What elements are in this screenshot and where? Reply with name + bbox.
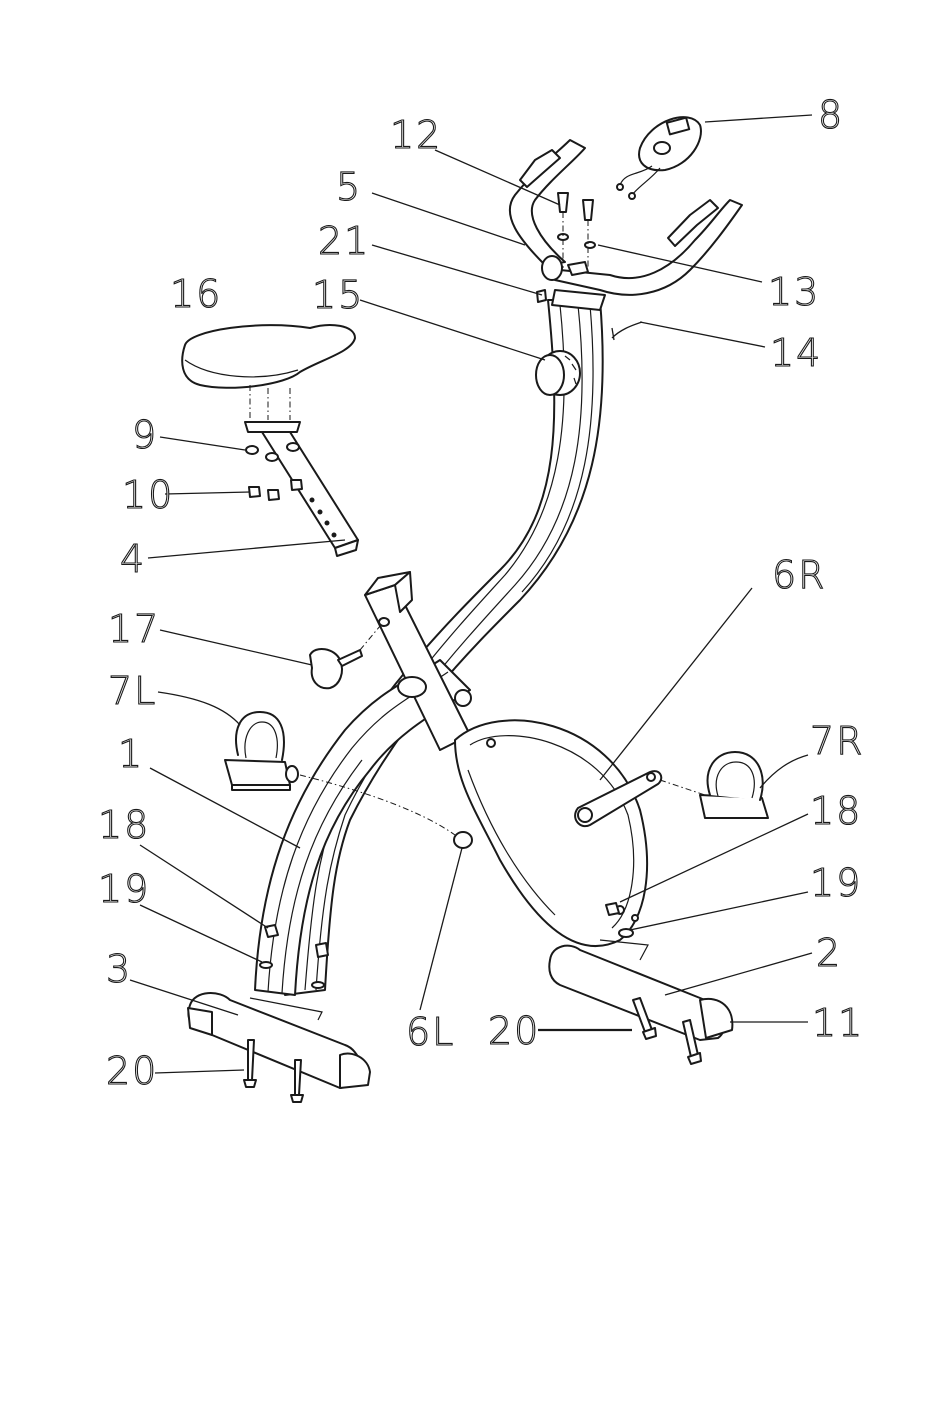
- callout-19-left: 19: [98, 867, 150, 911]
- callout-4: 4: [120, 537, 146, 581]
- callout-3: 3: [106, 947, 132, 991]
- pivot-bolt: [455, 690, 471, 706]
- callout-20-front: 20: [488, 1009, 540, 1053]
- tension-knob: [536, 351, 580, 395]
- callout-21: 21: [318, 219, 370, 263]
- seat-post: [245, 422, 358, 556]
- front-stabilizer: [549, 940, 732, 1040]
- callout-17: 17: [108, 607, 160, 651]
- callout-16: 16: [170, 272, 222, 316]
- callout-20-rear: 20: [106, 1049, 158, 1093]
- crank-arm-left: [454, 832, 472, 848]
- callout-12: 12: [390, 113, 442, 157]
- callout-18-right: 18: [810, 789, 862, 833]
- callout-18-left: 18: [98, 803, 150, 847]
- pedal-right: [700, 752, 768, 818]
- adjustment-knob: [310, 618, 389, 688]
- callout-2: 2: [816, 931, 842, 975]
- callout-6L: 6L: [406, 1010, 455, 1054]
- callout-11: 11: [812, 1001, 864, 1045]
- computer-monitor: [617, 117, 701, 199]
- callout-14: 14: [770, 331, 822, 375]
- screw-21: [537, 290, 546, 302]
- callout-5: 5: [336, 165, 362, 209]
- callout-7L: 7L: [108, 669, 157, 713]
- callout-10: 10: [122, 473, 174, 517]
- callout-8: 8: [818, 93, 844, 137]
- callout-7R: 7R: [810, 719, 865, 763]
- callout-19-right: 19: [810, 861, 862, 905]
- leader-lines: [130, 115, 812, 1073]
- handlebar-bolts: [558, 193, 595, 268]
- callout-6R: 6R: [772, 553, 827, 597]
- callout-15: 15: [312, 273, 364, 317]
- sensor-cable: [612, 322, 642, 340]
- seat: [182, 325, 355, 420]
- pedal-right-axis: [660, 780, 705, 795]
- callout-13: 13: [768, 270, 820, 314]
- callout-1: 1: [118, 732, 144, 776]
- pedal-left: [225, 712, 298, 790]
- callout-9: 9: [132, 413, 158, 457]
- handlebar: [510, 140, 742, 310]
